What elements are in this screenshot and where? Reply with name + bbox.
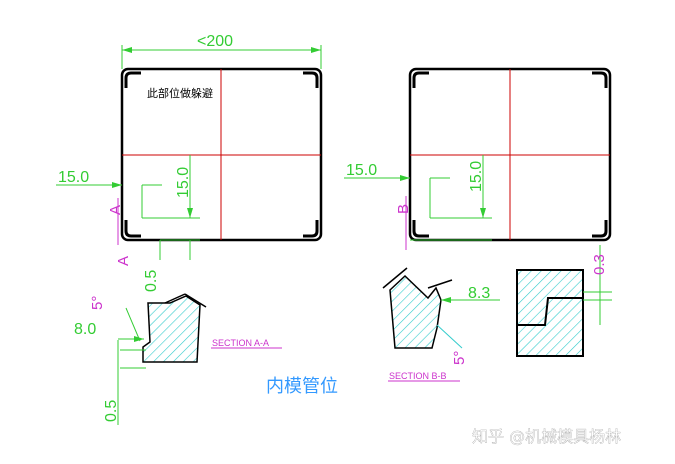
left-corner-br bbox=[303, 220, 319, 238]
detail-step bbox=[517, 297, 583, 326]
left-corner-tl bbox=[124, 71, 141, 88]
right-dimensions: 15.0 15.0 B bbox=[344, 155, 492, 250]
section-a-depth: 0.5 bbox=[103, 400, 120, 422]
section-b-width: 8.3 bbox=[468, 285, 490, 302]
detail-small-dim: 0.3 bbox=[591, 254, 608, 275]
right-corner-br bbox=[592, 220, 608, 238]
left-plate: 此部位做躲避 bbox=[120, 67, 323, 242]
detail-view: 0.3 bbox=[516, 245, 612, 357]
left-h-offset: 15.0 bbox=[58, 169, 89, 186]
right-plate bbox=[408, 67, 612, 242]
section-a-width: 8.0 bbox=[74, 321, 96, 338]
drawing-title: 内模管位 bbox=[266, 376, 338, 397]
left-corner-bl bbox=[124, 220, 141, 238]
right-corner-bl bbox=[412, 220, 429, 238]
section-a-mark-bottom: A bbox=[115, 256, 132, 266]
section-b-view: 8.3 5° SECTION B-B bbox=[382, 267, 500, 382]
section-b-mark: B bbox=[395, 204, 412, 214]
section-b-label: SECTION B-B bbox=[389, 371, 447, 381]
right-corner-tr bbox=[592, 71, 608, 88]
section-a-view: 8.0 5° 0.5 SECTION A-A bbox=[74, 293, 282, 425]
left-small-dim: 0.5 bbox=[143, 270, 160, 292]
section-a-profile bbox=[142, 295, 201, 363]
section-a-angle: 5° bbox=[89, 296, 106, 310]
avoid-note: 此部位做躲避 bbox=[147, 86, 213, 100]
right-corner-tl bbox=[412, 71, 429, 88]
watermark: 知乎 @机械模具杨林 bbox=[472, 427, 621, 446]
detail-outline bbox=[516, 269, 584, 357]
left-corner-tr bbox=[303, 71, 319, 88]
left-dimensions: <200 15.0 15.0 0.5 A A bbox=[56, 33, 322, 292]
section-a-mark-top: A bbox=[107, 205, 124, 215]
section-a-label: SECTION A-A bbox=[212, 338, 269, 348]
right-h-offset: 15.0 bbox=[346, 162, 377, 179]
section-b-angle: 5° bbox=[451, 351, 468, 365]
left-v-offset: 15.0 bbox=[175, 167, 192, 198]
right-v-offset: 15.0 bbox=[468, 161, 485, 192]
width-dim: <200 bbox=[197, 33, 233, 50]
